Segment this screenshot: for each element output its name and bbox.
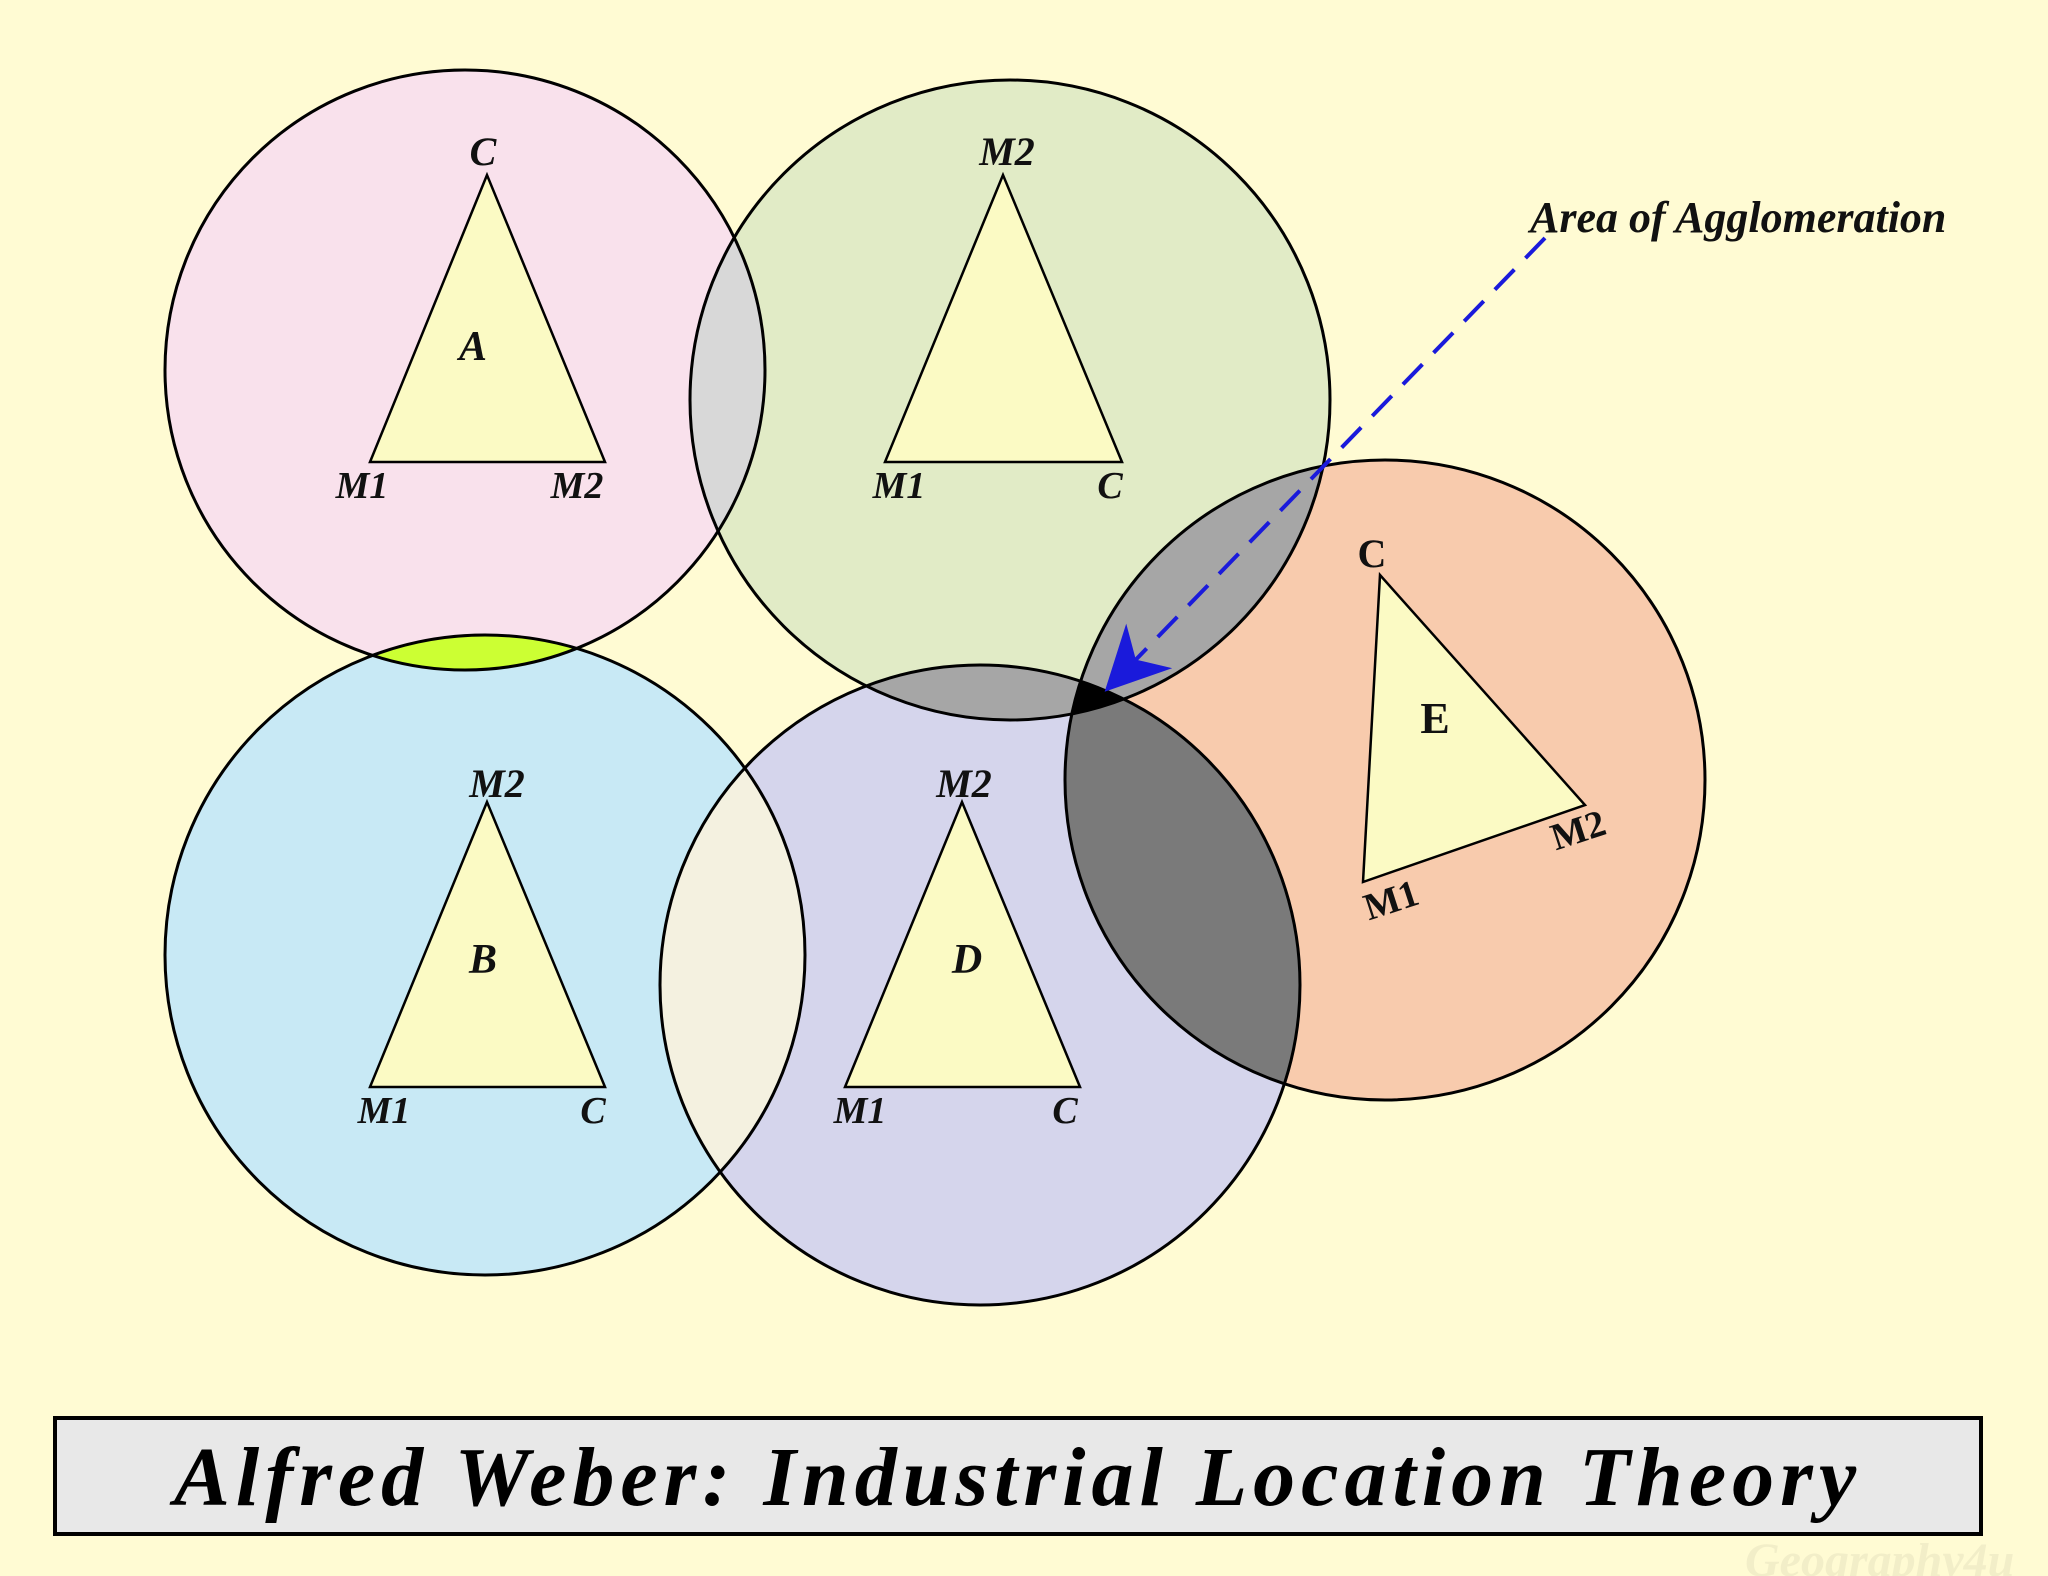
- overlap-d-e: [1065, 665, 1300, 1100]
- unit-a-label: A: [456, 324, 487, 370]
- unit-e-vertex-top: C: [1358, 531, 1387, 576]
- agglomeration-arrow: [1104, 236, 1547, 692]
- triangle-e: [1361, 571, 1588, 884]
- overlap-c-e: [1065, 460, 1330, 720]
- triangle-d: [843, 798, 1082, 1089]
- unit-a-vertex-right: M2: [550, 465, 604, 507]
- unit-a-vertex-top: C: [470, 129, 498, 174]
- unit-d-vertex-right: C: [1052, 1090, 1078, 1132]
- triangle-c: [883, 171, 1124, 464]
- unit-a-vertex-left: M1: [335, 465, 389, 507]
- annotation-label: Area of Agglomeration: [1527, 193, 1946, 242]
- unit-c-vertex-right: C: [1097, 465, 1123, 507]
- unit-c-vertex-top: M2: [978, 129, 1035, 174]
- unit-b-label: B: [468, 937, 497, 983]
- triangle-a: [368, 171, 607, 464]
- triangle-b: [368, 798, 607, 1089]
- unit-d-vertex-top: M2: [935, 761, 992, 806]
- watermark: Geography4u: [1745, 1534, 2014, 1576]
- title-box: [53, 1416, 1983, 1536]
- unit-c-vertex-left: M1: [872, 465, 926, 507]
- unit-b-vertex-right: C: [580, 1090, 606, 1132]
- unit-d-vertex-left: M1: [833, 1090, 887, 1132]
- unit-b-vertex-left: M1: [357, 1090, 411, 1132]
- unit-d-label: D: [951, 937, 982, 983]
- unit-b-vertex-top: M2: [468, 761, 525, 806]
- page-title: Alfred Weber: Industrial Location Theory: [169, 1431, 1862, 1524]
- circle-outlines: [163, 68, 1707, 1307]
- unit-e-label: E: [1420, 694, 1449, 743]
